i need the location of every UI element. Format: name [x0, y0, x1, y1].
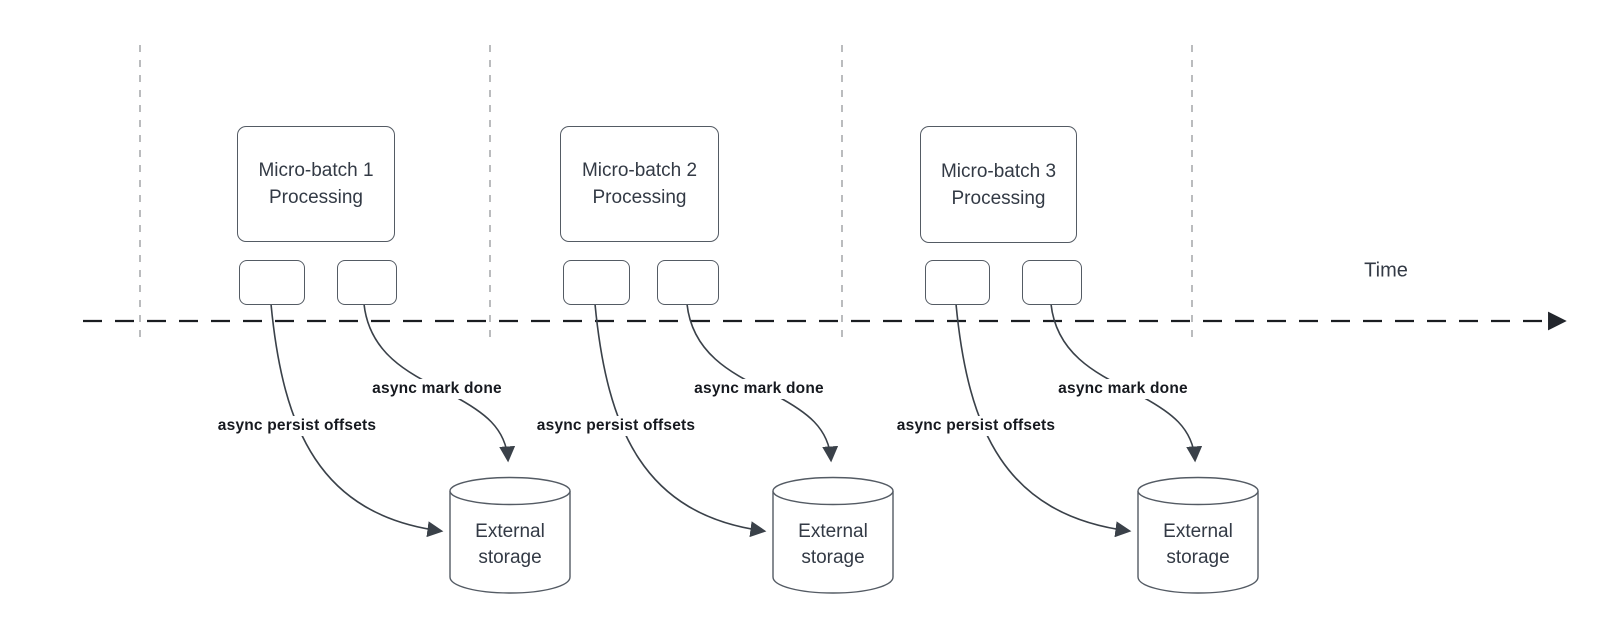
- storage-cylinder-1: [449, 476, 571, 594]
- external-storage-2-line2: storage: [801, 547, 865, 568]
- microbatch-2-task-box-b: [657, 260, 719, 305]
- external-storage-2-line1: External: [798, 521, 868, 542]
- microbatch-1-task-box-b: [337, 260, 397, 305]
- external-storage-3-line2: storage: [1166, 547, 1230, 568]
- microbatch-1-task-box-a: [239, 260, 305, 305]
- external-storage-1-line2: storage: [478, 547, 542, 568]
- external-storage-label-1: External storage: [450, 503, 570, 587]
- persist-offsets-arrow-2: [594, 303, 767, 538]
- persist-offsets-label-3: async persist offsets: [892, 416, 1060, 436]
- persist-offsets-label-2: async persist offsets: [532, 416, 700, 436]
- storage-cylinder-3: [1137, 476, 1259, 594]
- external-storage-label-2: External storage: [773, 503, 893, 587]
- storage-cylinder-2: [772, 476, 894, 594]
- microbatch-2-processing-box: Micro-batch 2 Processing: [560, 126, 719, 242]
- persist-offsets-label-1: async persist offsets: [213, 416, 381, 436]
- external-storage-3-line1: External: [1163, 521, 1233, 542]
- microbatch-3-title-line1: Micro-batch 3: [940, 160, 1057, 182]
- microbatch-1-title-line1: Micro-batch 1: [258, 160, 374, 181]
- external-storage-label-3: External storage: [1138, 503, 1258, 587]
- microbatch-2-task-box-a: [563, 260, 630, 305]
- mark-done-label-3: async mark done: [1054, 379, 1192, 399]
- microbatch-2-title-line1: Micro-batch 2: [581, 160, 698, 181]
- microbatch-1-title-line2: Processing: [269, 187, 363, 208]
- microbatch-3-processing-box: Micro-batch 3 Processing: [920, 126, 1077, 243]
- external-storage-1-line1: External: [475, 521, 545, 542]
- microbatch-2-title-line2: Processing: [592, 187, 687, 208]
- microbatch-3-title-line2: Processing: [951, 187, 1046, 209]
- persist-offsets-arrow-1: [270, 303, 444, 538]
- microbatch-3-task-box-b: [1022, 260, 1082, 305]
- persist-offsets-arrow-3: [955, 303, 1132, 538]
- time-axis-label: Time: [1364, 259, 1408, 282]
- microbatch-1-processing-box: Micro-batch 1 Processing: [237, 126, 395, 242]
- storage-cylinders: [449, 476, 1259, 594]
- mark-done-label-1: async mark done: [368, 379, 506, 399]
- mark-done-label-2: async mark done: [690, 379, 828, 399]
- microbatch-3-task-box-a: [925, 260, 990, 305]
- time-guide-lines: [139, 45, 1193, 340]
